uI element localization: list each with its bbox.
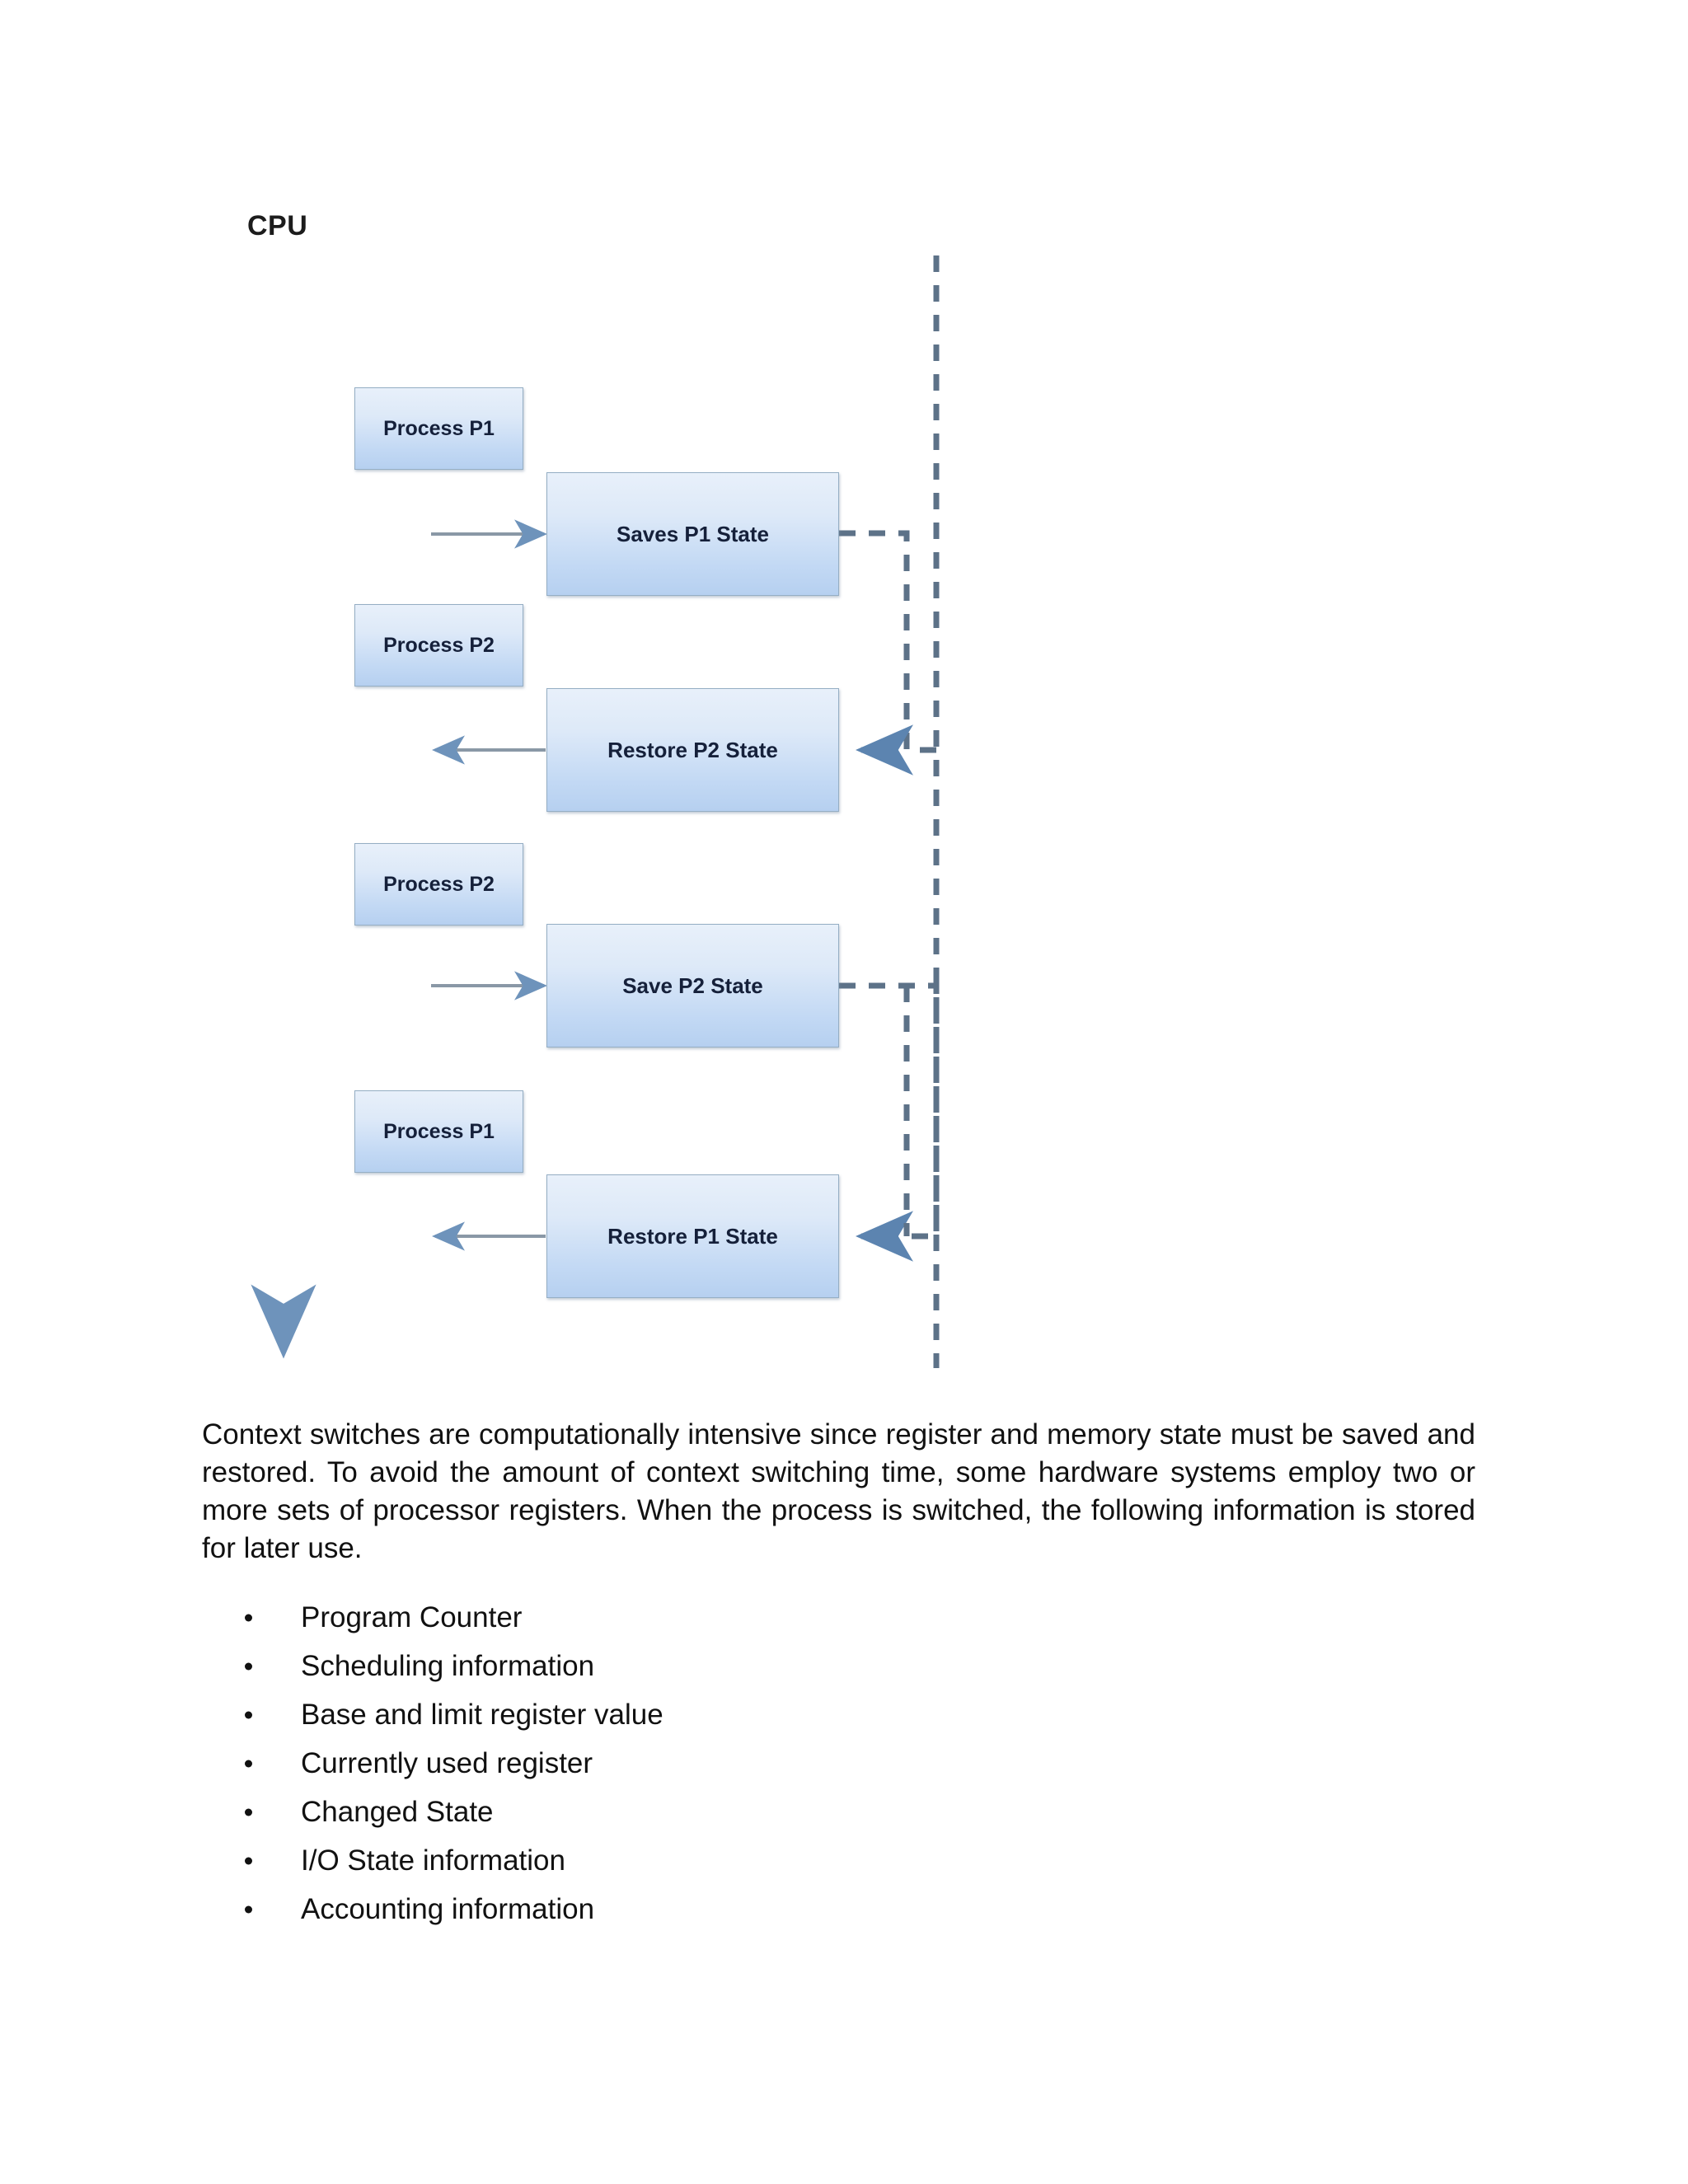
list-item-label: Program Counter bbox=[301, 1601, 523, 1634]
dashed-path-save-p1-to-restore-p2 bbox=[839, 530, 913, 776]
process-box-p1-first[interactable]: Process P1 bbox=[354, 387, 523, 470]
body-text-section: Context switches are computationally int… bbox=[202, 1416, 1475, 1943]
list-item: Program Counter bbox=[202, 1603, 1475, 1632]
process-box-p2-second[interactable]: Process P2 bbox=[354, 843, 523, 926]
state-box-restore-p1-state[interactable]: Restore P1 State bbox=[546, 1174, 839, 1298]
list-item-label: Base and limit register value bbox=[301, 1699, 663, 1732]
list-item-label: Scheduling information bbox=[301, 1650, 595, 1683]
list-item: I/O State information bbox=[202, 1846, 1475, 1875]
cpu-axis-label: CPU bbox=[247, 210, 308, 241]
list-item-label: Accounting information bbox=[301, 1893, 595, 1926]
context-switch-diagram: CPU Process P1 Process P2 Process P2 Pro… bbox=[247, 210, 940, 1368]
bullet-dot-icon bbox=[245, 1614, 252, 1622]
bullet-dot-icon bbox=[245, 1760, 252, 1768]
state-box-save-p2-state[interactable]: Save P2 State bbox=[546, 924, 839, 1047]
context-switch-paragraph: Context switches are computationally int… bbox=[202, 1418, 1475, 1564]
list-item: Scheduling information bbox=[202, 1652, 1475, 1680]
stored-information-list: Program Counter Scheduling information B… bbox=[202, 1603, 1475, 1924]
list-item: Accounting information bbox=[202, 1895, 1475, 1924]
bullet-dot-icon bbox=[245, 1808, 252, 1816]
list-item: Currently used register bbox=[202, 1749, 1475, 1778]
process-box-p2-first[interactable]: Process P2 bbox=[354, 604, 523, 687]
bullet-dot-icon bbox=[245, 1711, 252, 1719]
process-box-p1-second[interactable]: Process P1 bbox=[354, 1090, 523, 1173]
state-box-restore-p2-state[interactable]: Restore P2 State bbox=[546, 688, 839, 812]
dashed-path-save-p2-to-restore-p1 bbox=[839, 982, 940, 1262]
list-item-label: Changed State bbox=[301, 1796, 494, 1829]
state-box-saves-p1-state[interactable]: Saves P1 State bbox=[546, 472, 839, 596]
diagram-canvas bbox=[251, 255, 940, 1368]
bullet-dot-icon bbox=[245, 1662, 252, 1671]
bullet-dot-icon bbox=[245, 1857, 252, 1865]
list-item-label: I/O State information bbox=[301, 1844, 565, 1877]
list-item-label: Currently used register bbox=[301, 1747, 593, 1780]
bullet-dot-icon bbox=[245, 1905, 252, 1914]
list-item: Changed State bbox=[202, 1797, 1475, 1826]
list-item: Base and limit register value bbox=[202, 1700, 1475, 1729]
